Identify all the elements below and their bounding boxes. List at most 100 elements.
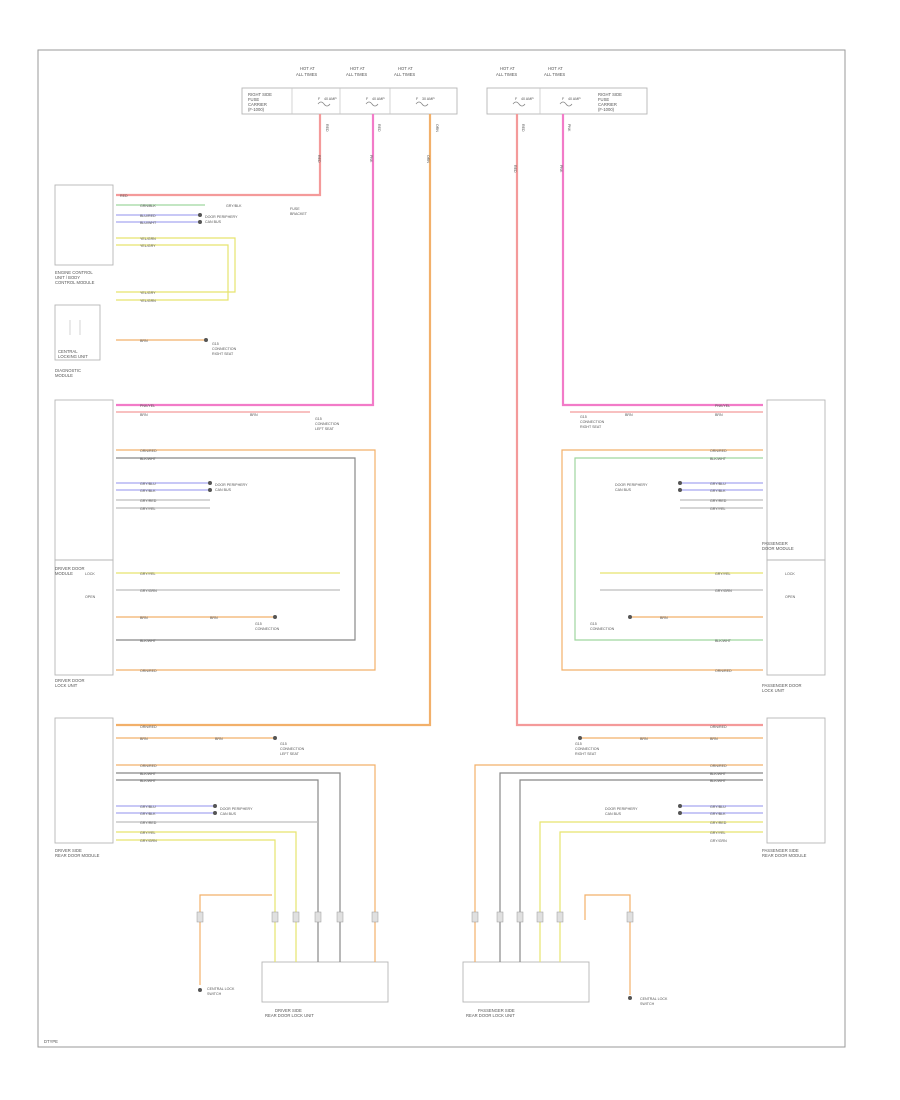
power-wires <box>116 114 763 727</box>
module-top-left-wires <box>116 204 236 341</box>
svg-text:CONNECTION: CONNECTION <box>315 422 340 426</box>
svg-text:CAN BUS: CAN BUS <box>615 488 632 492</box>
svg-text:DRIVER DOOR: DRIVER DOOR <box>55 678 85 683</box>
svg-text:ORN/RED: ORN/RED <box>710 764 727 768</box>
svg-text:CENTRAL LOCK: CENTRAL LOCK <box>207 987 235 991</box>
svg-text:BRN: BRN <box>215 737 223 741</box>
svg-text:CONNECTION: CONNECTION <box>575 747 600 751</box>
svg-text:(F-1000): (F-1000) <box>598 107 615 112</box>
svg-text:ALL TIMES: ALL TIMES <box>394 72 415 77</box>
svg-text:PASSENGER DOOR: PASSENGER DOOR <box>762 683 801 688</box>
svg-text:GRY/RED: GRY/RED <box>140 821 157 825</box>
wire-pink-2 <box>561 114 763 407</box>
svg-text:DRIVER SIDE: DRIVER SIDE <box>275 1008 302 1013</box>
svg-text:HOT AT: HOT AT <box>350 66 365 71</box>
svg-text:RED: RED <box>325 124 329 132</box>
svg-text:GRY/BLU: GRY/BLU <box>140 482 156 486</box>
svg-text:CONNECTION: CONNECTION <box>590 627 615 631</box>
svg-text:RIGHT SEAT: RIGHT SEAT <box>575 752 597 756</box>
svg-text:F: F <box>562 97 565 101</box>
svg-text:(F-1000): (F-1000) <box>248 107 265 112</box>
svg-text:CENTRAL LOCK: CENTRAL LOCK <box>640 997 668 1001</box>
passenger-door-module: PASSENGER DOOR MODULE PASSENGER DOOR LOC… <box>762 399 826 693</box>
rear-passenger-connectors <box>474 920 631 995</box>
svg-text:BLK/WHT: BLK/WHT <box>710 772 727 776</box>
svg-text:F: F <box>366 97 369 101</box>
svg-text:GRY/GRN: GRY/GRN <box>140 589 157 593</box>
svg-text:BLK/WHT: BLK/WHT <box>140 779 157 783</box>
wire-orange-1 <box>116 114 432 727</box>
svg-text:G15: G15 <box>315 417 322 421</box>
svg-text:OPEN: OPEN <box>785 595 796 599</box>
svg-text:PNK: PNK <box>369 155 373 163</box>
svg-text:ORN/RED: ORN/RED <box>140 725 157 729</box>
svg-text:HOT AT: HOT AT <box>300 66 315 71</box>
svg-text:ALL TIMES: ALL TIMES <box>496 72 517 77</box>
svg-text:ORN/RED: ORN/RED <box>715 669 732 673</box>
svg-text:BRN: BRN <box>140 616 148 620</box>
svg-text:ALL TIMES: ALL TIMES <box>296 72 317 77</box>
svg-text:GRY/YEL: GRY/YEL <box>715 572 731 576</box>
driver-door-wires <box>116 411 376 671</box>
svg-text:PNK: PNK <box>559 165 563 173</box>
svg-text:RED: RED <box>317 155 321 163</box>
svg-text:DOOR PERIPHERY: DOOR PERIPHERY <box>220 807 253 811</box>
svg-text:YEL/GRN: YEL/GRN <box>140 237 156 241</box>
svg-text:GRY/GRN: GRY/GRN <box>715 589 732 593</box>
svg-text:RED: RED <box>521 124 525 132</box>
svg-text:BLK/WHT: BLK/WHT <box>710 457 727 461</box>
wire-top-labels: RED RED ORN RED PNK RED PNK ORN RED PNK <box>317 124 571 173</box>
rear-driver-connectors <box>199 905 376 985</box>
svg-text:PASSENGER SIDE: PASSENGER SIDE <box>762 848 799 853</box>
svg-text:G15: G15 <box>575 742 582 746</box>
svg-text:GRY/BLU: GRY/BLU <box>710 805 726 809</box>
fuse-symbols <box>317 101 573 107</box>
rear-passenger-lock-unit: PASSENGER SIDE REAR DOOR LOCK UNIT CENTR… <box>462 961 668 1018</box>
svg-text:CARRIER: CARRIER <box>248 102 267 107</box>
passenger-door-labels: PNK/YEL BRN BRN G15 CONNECTION RIGHT SEA… <box>580 404 796 673</box>
svg-text:LOCK: LOCK <box>85 572 95 576</box>
svg-text:BRN: BRN <box>710 737 718 741</box>
svg-text:GRY/BLU: GRY/BLU <box>710 482 726 486</box>
svg-text:CAN BUS: CAN BUS <box>205 220 222 224</box>
svg-text:GRY/GRN: GRY/GRN <box>710 839 727 843</box>
connector-blocks <box>196 911 634 923</box>
svg-text:BRN: BRN <box>140 339 148 343</box>
svg-text:DOOR MODULE: DOOR MODULE <box>762 546 794 551</box>
svg-text:PASSENGER SIDE: PASSENGER SIDE <box>478 1008 515 1013</box>
svg-text:BRN: BRN <box>140 737 148 741</box>
svg-text:PNK/YEL: PNK/YEL <box>715 404 730 408</box>
svg-text:GRY/BLK: GRY/BLK <box>710 812 726 816</box>
svg-text:MODULE: MODULE <box>55 373 73 378</box>
svg-text:G15: G15 <box>255 622 262 626</box>
svg-text:REAR DOOR LOCK UNIT: REAR DOOR LOCK UNIT <box>265 1013 314 1018</box>
svg-text:PASSENGER: PASSENGER <box>762 541 788 546</box>
passenger-door-wires <box>561 411 763 671</box>
svg-text:F: F <box>515 97 518 101</box>
rear-driver-door-labels: ORN/RED BRN BRN G15 CONNECTION LEFT SEAT… <box>140 725 305 843</box>
svg-text:LOCK UNIT: LOCK UNIT <box>762 688 785 693</box>
wire-red-2 <box>515 114 763 727</box>
svg-text:YEL/GRY: YEL/GRY <box>140 244 156 248</box>
svg-text:ORN/RED: ORN/RED <box>710 725 727 729</box>
svg-text:G15: G15 <box>212 342 219 346</box>
svg-text:BLK/WHT: BLK/WHT <box>140 639 157 643</box>
svg-text:CONNECTION: CONNECTION <box>580 420 605 424</box>
svg-text:BLK/WHT: BLK/WHT <box>140 772 157 776</box>
svg-text:CARRIER: CARRIER <box>598 102 617 107</box>
svg-text:CONTROL MODULE: CONTROL MODULE <box>55 280 95 285</box>
svg-text:30 AMP: 30 AMP <box>422 97 435 101</box>
module-top-left: ENGINE CONTROL UNIT / BODY CONTROL MODUL… <box>54 184 114 378</box>
svg-text:BRN: BRN <box>210 616 218 620</box>
svg-text:BRN: BRN <box>140 413 148 417</box>
svg-text:RIGHT SIDE: RIGHT SIDE <box>248 92 272 97</box>
rear-driver-door-module: DRIVER SIDE REAR DOOR MODULE <box>54 717 114 858</box>
svg-text:PNK: PNK <box>567 124 571 132</box>
svg-text:DOOR PERIPHERY: DOOR PERIPHERY <box>615 483 648 487</box>
svg-text:LOCK: LOCK <box>785 572 795 576</box>
svg-text:FUSE: FUSE <box>248 97 259 102</box>
svg-text:GRY/BLU: GRY/BLU <box>140 805 156 809</box>
svg-text:BLU/RED: BLU/RED <box>140 214 156 218</box>
